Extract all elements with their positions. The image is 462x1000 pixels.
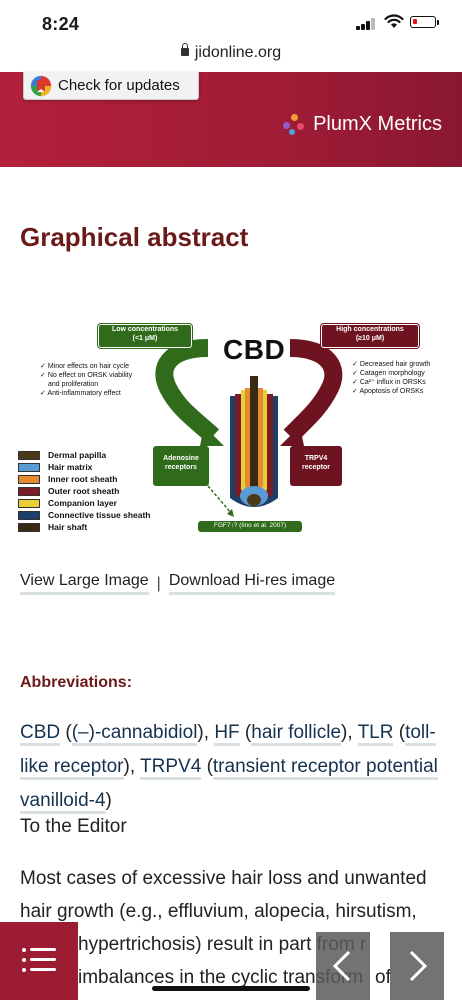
- status-bar: 8:24: [0, 0, 462, 44]
- fgf7-box: FGF7↑? (Iino et al. 2007): [198, 521, 302, 532]
- legend-label: Outer root sheath: [48, 486, 120, 496]
- previous-article-button[interactable]: [316, 932, 370, 1000]
- outline-menu-button[interactable]: [0, 922, 78, 1000]
- legend-item: Connective tissue sheath: [18, 509, 151, 521]
- article-paragraph: Most cases of excessive hair loss and un…: [20, 862, 445, 994]
- low-effect-item: Anti-inflammatory effect: [47, 390, 121, 397]
- low-concentration-value: (<1 μM): [132, 335, 158, 342]
- figure-artwork: [155, 339, 343, 517]
- high-effects-list: ✓ Decreased hair growth ✓ Catagen morpho…: [352, 361, 431, 395]
- legend-swatch: [18, 498, 40, 508]
- legend-swatch: [18, 522, 40, 532]
- legend-label: Inner root sheath: [48, 474, 118, 484]
- abbr-definition-link[interactable]: toll-like receptor: [20, 722, 436, 780]
- legend-item: Inner root sheath: [18, 473, 151, 485]
- high-concentration-box: High concentrations (≥10 μM): [321, 324, 419, 348]
- high-effect-item: Apoptosis of ORSKs: [359, 388, 424, 395]
- abbreviations-heading: Abbreviations:: [20, 674, 133, 691]
- chevron-right-icon: [409, 950, 428, 982]
- abbr-term-link[interactable]: CBD: [20, 722, 61, 746]
- legend-item: Hair matrix: [18, 461, 151, 473]
- check-for-updates-button[interactable]: Check for updates: [23, 72, 199, 100]
- cbd-label: CBD: [223, 334, 286, 365]
- legend-label: Hair matrix: [48, 462, 93, 472]
- abbr-term-link[interactable]: TRPV4: [140, 756, 202, 780]
- abbr-definition-link[interactable]: hair follicle: [251, 722, 342, 746]
- view-large-image-link[interactable]: View Large Image: [20, 572, 149, 595]
- abbreviations-list: CBD ((–)-cannabidiol), HF (hair follicle…: [20, 716, 440, 818]
- battery-icon: [410, 16, 439, 28]
- high-concentration-title: High concentrations: [336, 326, 404, 333]
- next-article-button[interactable]: [390, 932, 444, 1000]
- adenosine-receptors-box: Adenosine receptors: [153, 446, 209, 486]
- home-indicator: [152, 986, 310, 991]
- legend-label: Companion layer: [48, 498, 117, 508]
- wifi-icon: [384, 14, 404, 28]
- legend-item: Outer root sheath: [18, 485, 151, 497]
- legend-label: Connective tissue sheath: [48, 510, 151, 520]
- lock-icon: [180, 43, 189, 56]
- download-hires-image-link[interactable]: Download Hi-res image: [168, 572, 336, 595]
- legend-item: Dermal papilla: [18, 449, 151, 461]
- legend-swatch: [18, 462, 40, 472]
- graphical-abstract-figure[interactable]: Low concentrations (<1 μM) High concentr…: [18, 318, 444, 544]
- abbr-term-link[interactable]: TLR: [357, 722, 394, 746]
- legend-swatch: [18, 486, 40, 496]
- paragraph-line: Most cases of excessive hair loss and un…: [20, 868, 427, 889]
- link-separator: |: [156, 574, 161, 592]
- graphical-abstract-heading: Graphical abstract: [20, 222, 249, 252]
- legend-item: Hair shaft: [18, 521, 151, 533]
- figure-legend: Dermal papilla Hair matrix Inner root sh…: [18, 449, 151, 533]
- legend-swatch: [18, 474, 40, 484]
- legend-item: Companion layer: [18, 497, 151, 509]
- cellular-signal-icon: [356, 18, 378, 30]
- address-bar[interactable]: jidonline.org: [0, 43, 462, 72]
- trpv4-receptor-box: TRPV4 receptor: [290, 446, 342, 486]
- paragraph-line: imbalances in the cyclic transform: [78, 967, 364, 988]
- chevron-left-icon: [332, 950, 351, 982]
- crossmark-icon: [30, 75, 52, 96]
- abbr-definition-link[interactable]: (–)-cannabidiol: [71, 722, 198, 746]
- low-concentration-box: Low concentrations (<1 μM): [98, 324, 192, 348]
- legend-swatch: [18, 450, 40, 460]
- paragraph-line: hair growth (e.g., effluvium, alopecia, …: [20, 901, 417, 922]
- plumx-label: PlumX Metrics: [313, 113, 442, 135]
- high-effect-item: Decreased hair growth: [359, 361, 431, 368]
- paragraph-line: of: [375, 967, 391, 988]
- abbr-definition-link[interactable]: transient receptor potential vanilloid-4: [20, 756, 438, 814]
- paragraph-line: hypertrichosis) result in part from r: [78, 934, 367, 955]
- plumx-icon: [283, 113, 307, 136]
- salutation: To the Editor: [20, 816, 127, 837]
- low-effects-list: ✓ Minor effects on hair cycle ✓ No effec…: [40, 363, 133, 397]
- legend-swatch: [18, 510, 40, 520]
- legend-label: Hair shaft: [48, 522, 88, 532]
- low-effect-item: Minor effects on hair cycle: [47, 363, 129, 370]
- high-concentration-value: (≥10 μM): [355, 335, 385, 342]
- high-effect-item: Catagen morphology: [359, 370, 425, 377]
- status-time: 8:24: [42, 14, 80, 34]
- plumx-metrics-link[interactable]: PlumX Metrics: [283, 113, 442, 136]
- check-for-updates-label: Check for updates: [58, 77, 180, 94]
- low-effect-item: and proliferation: [48, 381, 99, 388]
- low-concentration-title: Low concentrations: [111, 326, 179, 333]
- abbr-term-link[interactable]: HF: [214, 722, 240, 746]
- url-text: jidonline.org: [194, 44, 282, 61]
- image-links: View Large Image | Download Hi-res image: [20, 572, 336, 595]
- legend-label: Dermal papilla: [48, 450, 107, 460]
- high-effect-item: Ca²⁺ influx in ORSKs: [359, 379, 426, 386]
- low-effect-item: No effect on ORSK viability: [47, 372, 133, 379]
